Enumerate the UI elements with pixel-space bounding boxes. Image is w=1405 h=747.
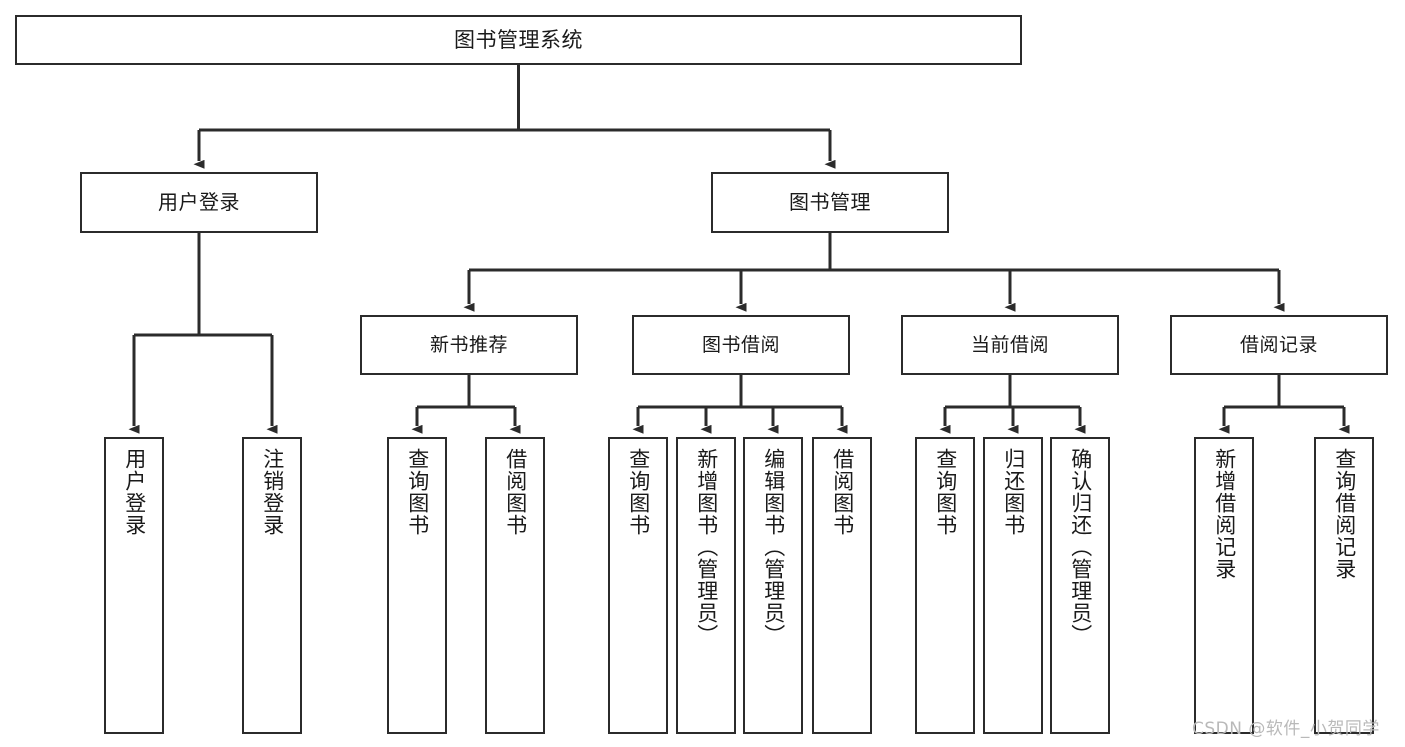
node-leaf-return-book[interactable]: 归还图书 — [983, 437, 1043, 734]
node-label: 查询图书 — [933, 448, 958, 536]
node-label: 用户登录 — [122, 448, 147, 536]
node-label: 当前借阅 — [970, 333, 1049, 356]
node-label: 查询借阅记录 — [1332, 448, 1357, 580]
node-label: 借阅记录 — [1239, 333, 1318, 356]
node-current-borrow[interactable]: 当前借阅 — [901, 315, 1119, 375]
node-root[interactable]: 图书管理系统 — [15, 15, 1022, 65]
node-label: 查询图书 — [626, 448, 651, 536]
node-label: 借阅图书 — [503, 448, 528, 536]
node-borrow-record[interactable]: 借阅记录 — [1170, 315, 1388, 375]
node-label: 查询图书 — [405, 448, 430, 536]
node-leaf-add-book[interactable]: 新增图书（管理员） — [676, 437, 736, 734]
node-leaf-user-logout[interactable]: 注销登录 — [242, 437, 302, 734]
node-label: 图书管理系统 — [454, 27, 583, 52]
node-leaf-user-login[interactable]: 用户登录 — [104, 437, 164, 734]
node-leaf-query-record[interactable]: 查询借阅记录 — [1314, 437, 1374, 734]
node-label: 编辑图书（管理员） — [761, 448, 786, 646]
node-leaf-query-book-3[interactable]: 查询图书 — [915, 437, 975, 734]
node-label: 借阅图书 — [830, 448, 855, 536]
node-leaf-borrow-book-1[interactable]: 借阅图书 — [485, 437, 545, 734]
node-book-borrow[interactable]: 图书借阅 — [632, 315, 850, 375]
node-label: 新增图书（管理员） — [694, 448, 719, 646]
node-label: 归还图书 — [1001, 448, 1026, 536]
node-leaf-confirm-return[interactable]: 确认归还（管理员） — [1050, 437, 1110, 734]
node-label: 确认归还（管理员） — [1068, 448, 1093, 646]
node-book-manage[interactable]: 图书管理 — [711, 172, 949, 233]
node-leaf-borrow-book-2[interactable]: 借阅图书 — [812, 437, 872, 734]
node-label: 新增借阅记录 — [1212, 448, 1237, 580]
node-leaf-query-book-2[interactable]: 查询图书 — [608, 437, 668, 734]
node-leaf-edit-book[interactable]: 编辑图书（管理员） — [743, 437, 803, 734]
node-label: 注销登录 — [260, 448, 285, 536]
node-label: 图书借阅 — [701, 333, 780, 356]
node-user-login[interactable]: 用户登录 — [80, 172, 318, 233]
node-label: 用户登录 — [158, 189, 240, 214]
csdn-watermark: CSDN @软件_小贺同学 — [1192, 719, 1380, 739]
node-label: 图书管理 — [789, 189, 871, 214]
node-label: 新书推荐 — [429, 333, 508, 356]
node-leaf-add-record[interactable]: 新增借阅记录 — [1194, 437, 1254, 734]
node-leaf-query-book-1[interactable]: 查询图书 — [387, 437, 447, 734]
node-new-book-rec[interactable]: 新书推荐 — [360, 315, 578, 375]
